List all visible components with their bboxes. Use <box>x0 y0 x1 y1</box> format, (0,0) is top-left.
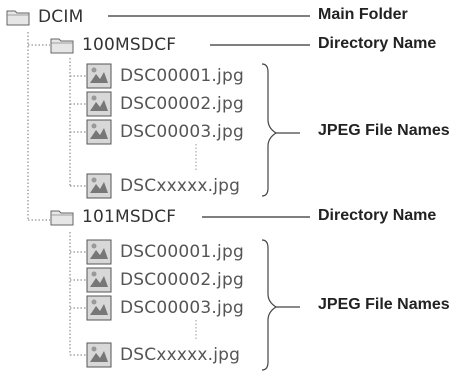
file-row: DSC00003.jpg <box>86 293 244 323</box>
file-row: DSC00003.jpg <box>86 117 244 147</box>
jpeg-file-names-label: JPEG File Names <box>318 296 450 313</box>
folder-row-1: 100MSDCF <box>50 30 176 60</box>
directory-name-label: Directory Name <box>318 207 437 224</box>
folder-icon <box>6 8 30 26</box>
file-row: DSC00002.jpg <box>86 89 244 119</box>
image-file-icon <box>86 63 112 89</box>
folder-row-2: 101MSDCF <box>50 202 176 232</box>
image-file-icon <box>86 342 112 368</box>
file-name: DSC00003.jpg <box>120 122 244 142</box>
folder-icon <box>50 36 74 54</box>
folder-icon <box>50 208 74 226</box>
folder-name: 100MSDCF <box>82 35 177 55</box>
file-row: DSCxxxxx.jpg <box>86 340 240 370</box>
file-name: DSC00003.jpg <box>120 298 244 318</box>
image-file-icon <box>86 119 112 145</box>
file-name: DSC00002.jpg <box>120 270 244 290</box>
file-name: DSC00001.jpg <box>120 242 244 262</box>
file-name: DSC00001.jpg <box>120 66 244 86</box>
file-row: DSC00002.jpg <box>86 265 244 295</box>
directory-name-label: Directory Name <box>318 35 437 52</box>
file-row: DSC00001.jpg <box>86 61 244 91</box>
jpeg-file-names-label: JPEG File Names <box>318 122 450 139</box>
file-name: DSCxxxxx.jpg <box>120 345 241 365</box>
file-name: DSC00002.jpg <box>120 94 244 114</box>
folder-name: 101MSDCF <box>82 207 177 227</box>
image-file-icon <box>86 91 112 117</box>
file-name: DSCxxxxx.jpg <box>120 176 241 196</box>
file-row: DSC00001.jpg <box>86 237 244 267</box>
image-file-icon <box>86 173 112 199</box>
file-row: DSCxxxxx.jpg <box>86 171 240 201</box>
image-file-icon <box>86 267 112 293</box>
root-folder-name: DCIM <box>38 7 84 27</box>
image-file-icon <box>86 239 112 265</box>
root-folder-row: DCIM <box>6 2 83 32</box>
image-file-icon <box>86 295 112 321</box>
main-folder-label: Main Folder <box>318 6 408 23</box>
